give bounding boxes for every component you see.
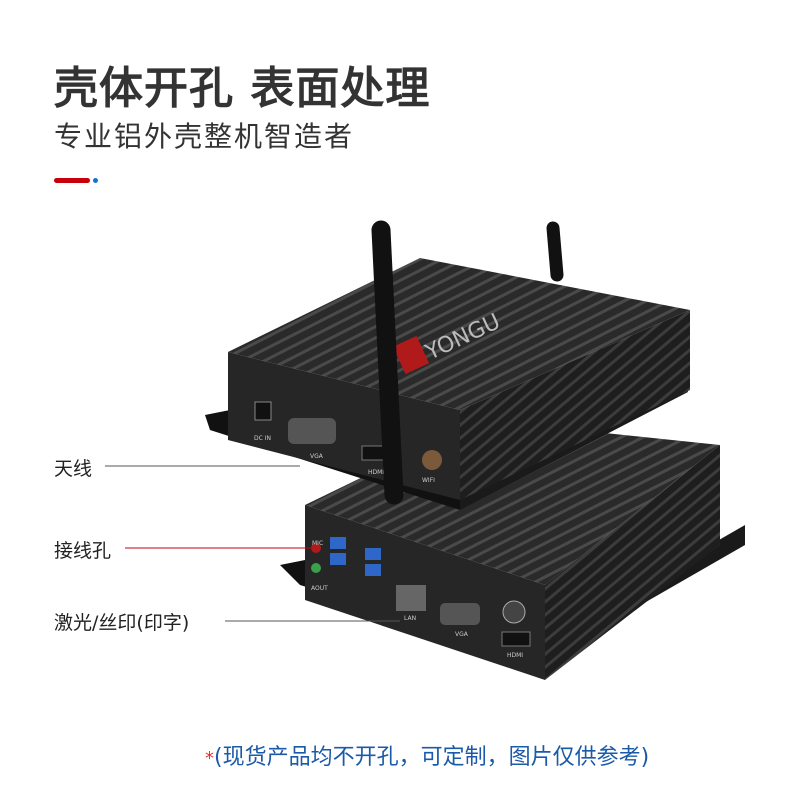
dcin-label: DC IN [254,435,271,442]
vga-label-top: VGA [310,453,324,460]
vga-port [440,603,480,625]
mic-jack [311,543,321,553]
usb-ports [330,537,381,576]
lan-label: LAN [404,615,416,622]
asterisk: * [205,748,214,769]
vga-port-top [288,418,336,444]
hdmi-label-top: HDMI [368,469,384,476]
callout-wiring-hole: 接线孔 [54,540,112,562]
accent-bar [54,178,90,183]
hdmi-label: HDMI [507,652,523,659]
disclaimer-note: *(现货产品均不开孔，可定制，图片仅供参考) [205,739,649,771]
power-button [502,600,526,624]
accent-dot [93,178,98,183]
callout-antenna: 天线 [54,458,93,480]
dc-jack [254,401,272,421]
brand-logo [392,335,430,375]
wifi-connector [422,450,442,470]
mic-label: MIC [312,540,323,547]
lan-port [396,585,426,611]
antenna-rear [546,221,564,282]
callout-laser-print: 激光/丝印(印字) [54,612,190,634]
page-subtitle: 专业铝外壳整机智造者 [54,120,355,153]
page-title: 壳体开孔 表面处理 [54,63,431,114]
wifi-label: WIFI [422,477,435,484]
hdmi-port [501,631,531,647]
vga-label: VGA [455,631,469,638]
antenna-front [371,220,404,505]
audio-out-jack [311,563,321,573]
disclaimer-text: (现货产品均不开孔，可定制，图片仅供参考) [214,745,650,770]
aout-label: AOUT [311,585,328,592]
